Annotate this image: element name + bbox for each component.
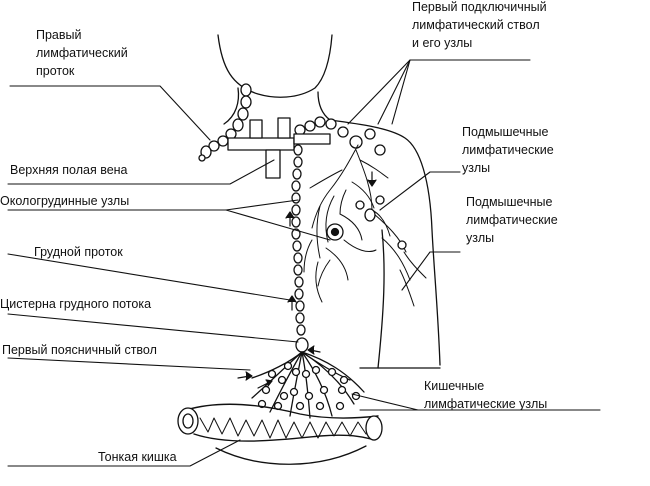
label-subclavian-trunk: Первый подключичный лимфатический ствол … (412, 0, 550, 50)
thoracic-duct (291, 144, 309, 353)
label-small-intestine: Тонкая кишка (98, 450, 177, 464)
chest-lymph-network (303, 144, 427, 307)
label-right-lymphatic-duct: Правый лимфатический проток (36, 28, 131, 78)
small-intestine (177, 403, 383, 465)
label-intestinal-nodes: Кишечные лимфатические узлы (424, 379, 547, 411)
label-cisterna: Цистерна грудного потока (0, 297, 151, 311)
superior-vena-cava (227, 117, 331, 179)
label-lumbar-trunk: Первый поясничный ствол (2, 343, 157, 357)
label-thoracic-duct: Грудной проток (34, 245, 123, 259)
flow-arrows (237, 171, 377, 389)
label-parasternal-nodes: Окологрудинные узлы (0, 194, 129, 208)
leader-lines (7, 59, 601, 467)
jugular-node-chain (198, 83, 252, 162)
axillary-nodes (355, 195, 407, 250)
label-superior-vena-cava: Верхняя полая вена (10, 163, 128, 177)
areola (326, 223, 344, 241)
label-axillary-nodes-1: Подмышечные лимфатические узлы (462, 125, 557, 175)
labels: Правый лимфатический проток Первый подкл… (0, 0, 561, 464)
label-axillary-nodes-2: Подмышечные лимфатические узлы (466, 195, 561, 245)
body-outline (217, 34, 441, 369)
